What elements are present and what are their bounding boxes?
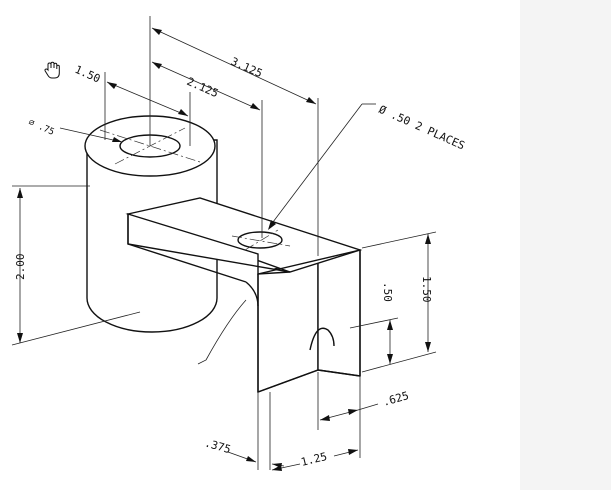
block-hole <box>237 231 283 249</box>
dim-text-050: .50 <box>381 282 394 302</box>
background-strip <box>520 0 611 490</box>
dim-text-125: 1.25 <box>300 450 329 469</box>
dim-text-diameter-left: ⌀ .75 <box>27 118 56 138</box>
dim-line-0375 <box>227 451 285 468</box>
dim-text-0625: .625 <box>381 389 410 409</box>
dim-text-hole-callout: Ø .50 2 PLACES <box>377 103 467 153</box>
dim-text-150-right: 1.50 <box>420 276 433 303</box>
dim-leader-hole <box>268 103 376 230</box>
block-side-face <box>317 249 361 377</box>
hand-pointer-icon <box>44 61 60 79</box>
dim-line-150-right <box>425 234 431 352</box>
dim-line-2125 <box>151 61 261 111</box>
dim-line-150-top <box>106 81 189 117</box>
extension-lines <box>11 16 437 470</box>
dim-line-125 <box>271 449 359 471</box>
dim-text-3125: 3.125 <box>229 55 265 80</box>
dim-text-150-top: 1.50 <box>73 63 102 86</box>
dim-line-200 <box>17 188 23 343</box>
dim-line-0625 <box>319 403 379 421</box>
dim-line-3125 <box>151 27 317 105</box>
dim-text-200: 2.00 <box>14 254 27 281</box>
fillet-leader <box>197 299 247 365</box>
fillet-curve <box>245 281 259 307</box>
block-front-face <box>257 255 319 394</box>
dim-text-0375: .375 <box>203 436 232 456</box>
curved-detail <box>309 327 335 351</box>
dim-leader-diameter-left <box>59 127 123 143</box>
dim-line-050 <box>387 320 393 364</box>
